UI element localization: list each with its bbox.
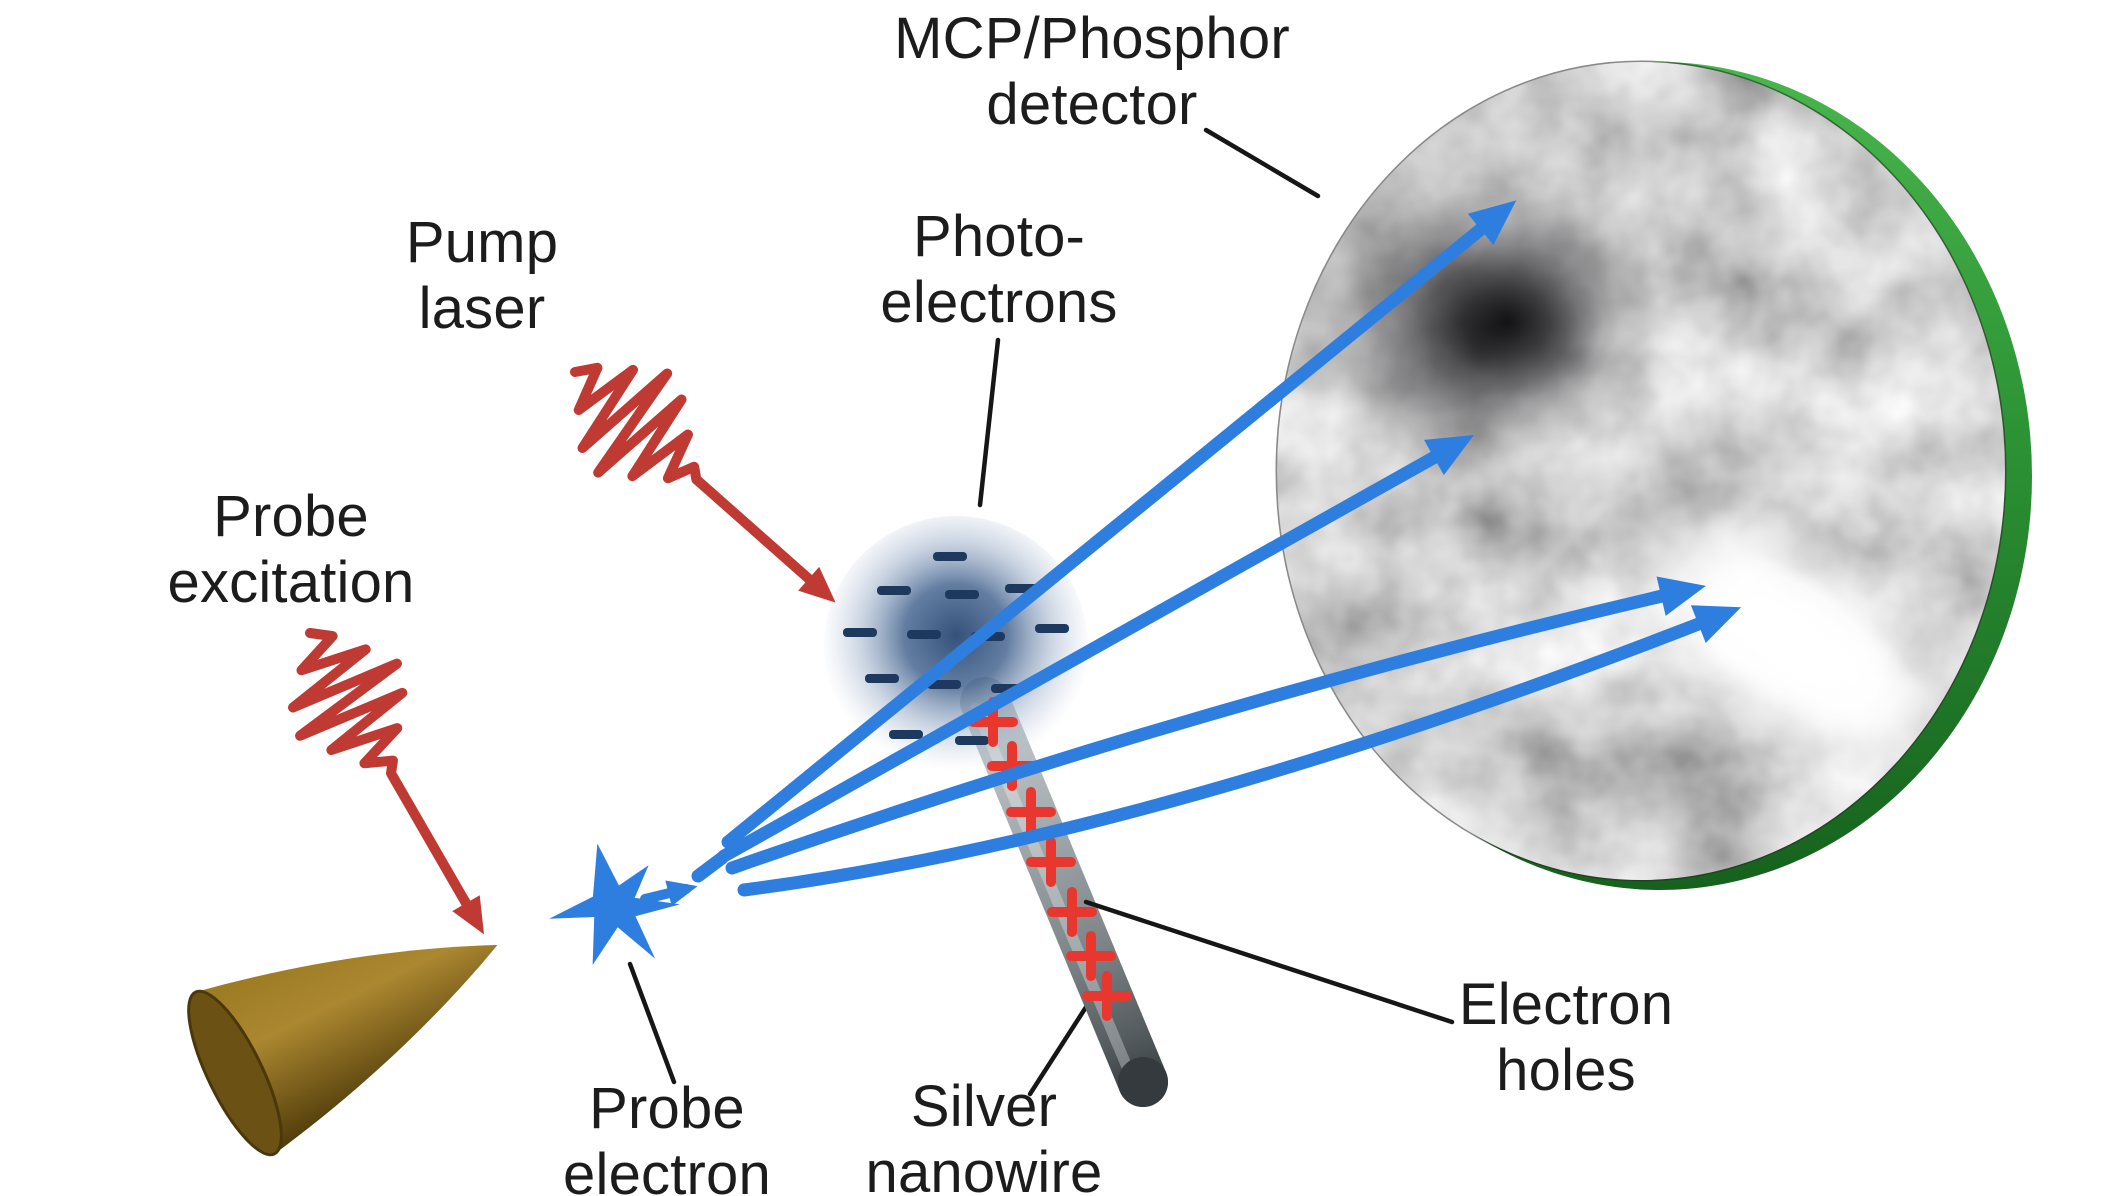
plus-charge-icon [1026,837,1076,887]
nanowire-end-cap [1118,1057,1168,1107]
minus-charge-icon [1035,624,1069,633]
detector-label-connector-line [1203,127,1321,199]
label-photoelectrons: Photo- electrons [880,203,1118,335]
electron-trajectory-arrow [691,851,729,883]
minus-charge-icon [945,590,979,599]
minus-charge-icon [933,552,967,561]
minus-charge-icon [927,680,961,689]
minus-charge-icon [877,586,911,595]
emitter-tip [187,944,498,1157]
label-mcp-phosphor-detector: MCP/Phosphor detector [894,5,1290,137]
electron-holes-label-connector-line [1083,899,1455,1025]
mcp-phosphor-detector [1275,60,2032,890]
photoelectrons-label-connector-line [977,337,1001,508]
electron-trajectory-arrow [737,605,1742,897]
electron-trajectories [691,200,1742,897]
label-pump-laser: Pump laser [405,209,559,341]
probe-excitation-pulse-icon [287,628,484,935]
label-silver-nanowire: Silver nanowire [865,1073,1103,1196]
electron-trajectory-arrow [725,576,1706,875]
minus-charge-icon [889,730,923,739]
minus-charge-icon [865,674,899,683]
electron-trajectory-arrow [721,200,1517,849]
label-probe-excitation: Probe excitation [167,483,415,615]
plus-charge-icon [1006,787,1056,837]
probe-electron-arrow-icon [640,880,698,907]
detector-dark-spot-core [1413,244,1603,400]
label-probe-electron: Probe electron [563,1075,771,1196]
minus-charge-icon [843,628,877,637]
probe-electron-label-connector-line [627,961,677,1085]
minus-charge-icon [955,736,989,745]
plus-charge-icon [1082,971,1132,1021]
emitter-tip-base-cap [187,989,283,1157]
silver-nanowire-label-connector-line [1027,1001,1091,1097]
pump-laser-pulse-icon [570,362,836,603]
electron-hole-plus-charges [968,697,1132,1021]
minus-charge-icon [907,630,941,639]
probe-electron-spark-icon [549,843,680,966]
plus-charge-icon [1066,931,1116,981]
plus-charge-icon [1047,887,1097,937]
label-electron-holes: Electron holes [1458,971,1674,1103]
detector-bright-spot-core [1675,546,1925,746]
electron-trajectory-arrow [717,434,1475,863]
